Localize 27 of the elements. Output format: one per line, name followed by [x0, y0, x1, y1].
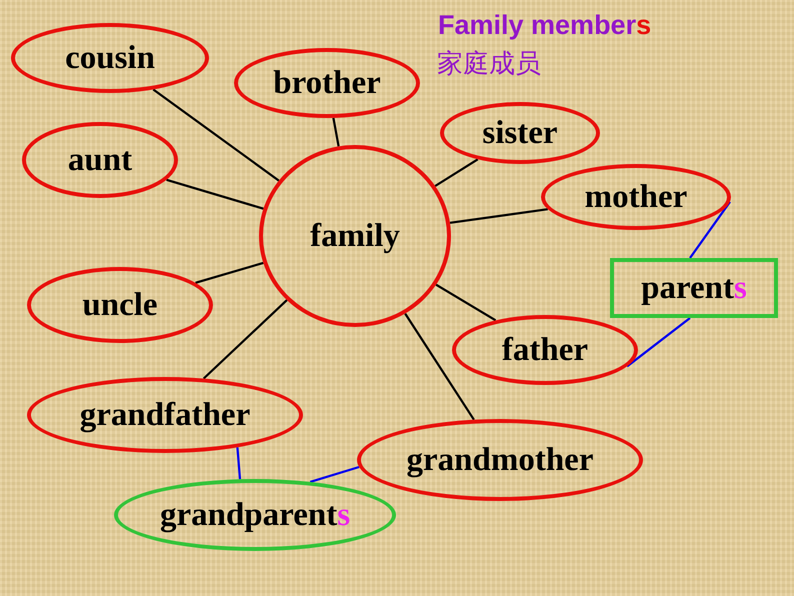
connector-line — [404, 313, 475, 420]
word-box: parents — [610, 258, 778, 318]
connector-line — [236, 447, 242, 480]
connector-line — [310, 466, 360, 483]
connector-line — [436, 284, 496, 322]
word-ellipse: grandfather — [27, 377, 303, 453]
word-ellipse: mother — [541, 164, 731, 230]
connector-line — [152, 88, 280, 182]
connector-line — [202, 299, 288, 380]
center-circle: family — [259, 145, 451, 327]
word-ellipse: aunt — [22, 122, 178, 198]
subtitle: 家庭成员 — [437, 48, 541, 81]
word-ellipse: sister — [440, 102, 600, 164]
connector-line — [166, 178, 264, 210]
connector-line — [450, 208, 548, 224]
word-ellipse: uncle — [27, 267, 213, 343]
word-ellipse: grandparents — [114, 479, 396, 551]
connector-line — [332, 118, 340, 146]
connector-line — [626, 317, 691, 368]
word-ellipse: brother — [234, 48, 420, 118]
connector-line — [689, 201, 731, 259]
word-ellipse: cousin — [11, 23, 209, 93]
word-ellipse: grandmother — [357, 419, 643, 501]
connector-line — [195, 262, 264, 284]
word-ellipse: father — [452, 315, 638, 385]
title: Family members — [438, 10, 652, 41]
connector-line — [434, 158, 478, 187]
